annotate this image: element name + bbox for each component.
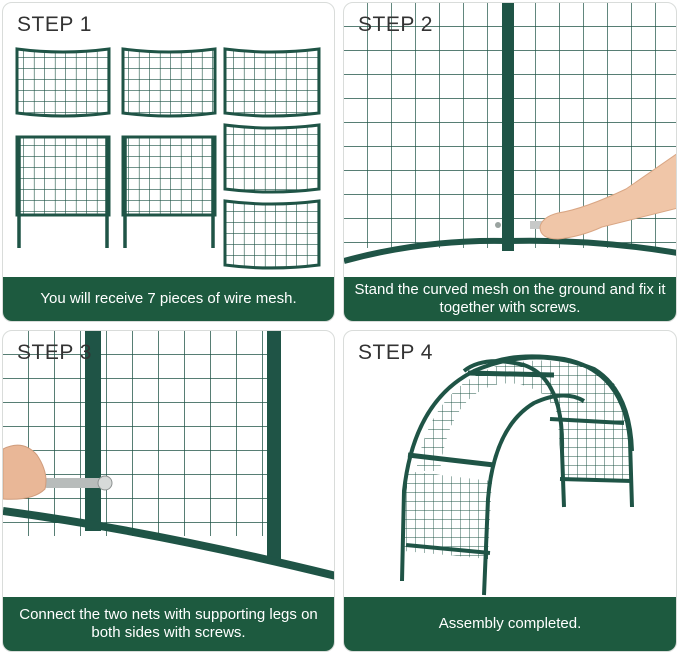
curved-mesh-screw-illustration [344,3,676,264]
step-4-panel: STEP 4 Assembly completed. [343,330,677,652]
assembled-arch-illustration [400,354,634,596]
step-1-label: STEP 1 [17,13,92,36]
step-1-caption: You will receive 7 pieces of wire mesh. [3,277,334,321]
mesh-panel-4 [223,123,321,194]
mesh-panel-3 [223,47,321,118]
mesh-panel-2 [121,47,217,118]
mesh-panel-5 [223,199,321,270]
step-2-panel: STEP 2 Stand the curved mesh on the grou… [343,2,677,322]
step-2-caption: Stand the curved mesh on the ground and … [344,277,676,321]
step-3-caption: Connect the two nets with supporting leg… [3,597,334,651]
wire-mesh-pieces-illustration [15,47,321,270]
step-2-label: STEP 2 [358,13,433,36]
step-4-label: STEP 4 [358,341,433,364]
step-1-panel: STEP 1 You will receive 7 pieces of wire… [2,2,335,322]
step-3-label: STEP 3 [17,341,92,364]
mesh-panel-1 [15,47,111,118]
mesh-leg-panel-1 [15,135,111,248]
mesh-leg-panel-2 [121,135,217,248]
step-4-caption: Assembly completed. [344,597,676,651]
step-3-panel: STEP 3 Connect the two nets with support… [2,330,335,652]
connect-nets-illustration [3,331,334,580]
